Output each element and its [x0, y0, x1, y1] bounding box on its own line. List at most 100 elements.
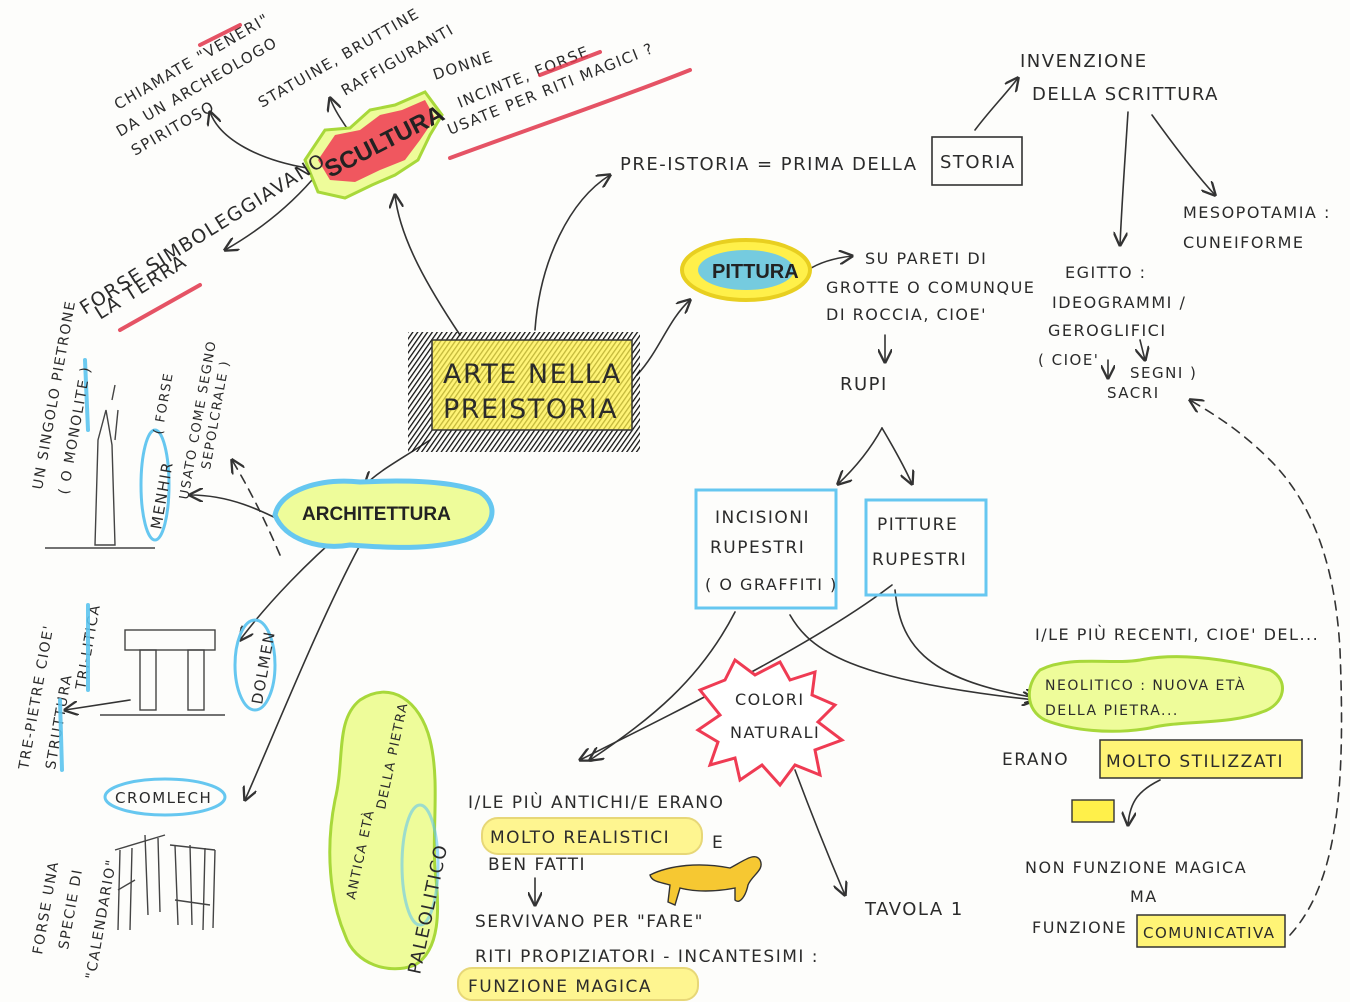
cromlech-oval: [103, 777, 227, 817]
menhir-oval: [139, 428, 171, 542]
arrow-to-pareti: [807, 256, 852, 271]
arrow-pitture-neolitico: [894, 589, 1038, 698]
preistoria-def-text: PRE-ISTORIA = PRIMA DELLA: [620, 154, 918, 175]
pareti-line2: GROTTE O COMUNQUE: [826, 278, 1035, 297]
dolmen-left-stone: [139, 649, 157, 711]
storia-label: STORIA: [940, 152, 1016, 173]
pittura-label: PITTURA: [712, 261, 799, 283]
arrow-to-tavola: [794, 769, 845, 895]
mesopotamia-line1: MESOPOTAMIA :: [1183, 203, 1331, 222]
center-title-line1: ARTE NELLA: [443, 359, 622, 390]
arrow-pitture-antichi: [580, 584, 893, 760]
arrow-to-incisioni: [838, 427, 883, 484]
architettura-label: ARCHITETTURA: [302, 504, 451, 525]
magica-highlight: [457, 967, 699, 1001]
segni-arrow: [1140, 339, 1145, 360]
terra-red-underline: [118, 283, 202, 332]
realistici-label: MOLTO REALISTICI: [490, 828, 670, 848]
egitto-line5: SEGNI ): [1130, 364, 1197, 382]
riti-label: RITI PROPIZIATORI - INCANTESIMI :: [475, 947, 819, 967]
comunicativa-label: COMUNICATIVA: [1143, 924, 1276, 942]
antichi-node: I/LE PIÙ ANTICHI/E ERANO MOLTO REALISTIC…: [457, 791, 819, 1001]
realistici-highlight: [481, 817, 703, 855]
servivano-label: SERVIVANO PER "FARE": [475, 912, 704, 932]
donne-line1: DONNE: [431, 47, 496, 84]
mesopotamia-line2: CUNEIFORME: [1183, 233, 1305, 252]
colori-line2: NATURALI: [730, 723, 820, 742]
pittura-blue-fill: [698, 250, 794, 290]
pitture-box: [864, 498, 988, 597]
arrow-to-scrittura: [974, 78, 1018, 131]
arrow-incisioni-antichi: [590, 611, 736, 760]
magica-label: FUNZIONE MAGICA: [468, 977, 652, 997]
stilizzati-highlight: [1100, 740, 1302, 778]
dolmen-top-stone: [124, 629, 216, 651]
arrow-to-trepietre: [65, 699, 131, 710]
scultura-red-fill: [318, 100, 435, 182]
arrow-to-terra: [225, 179, 313, 250]
cromlech-drawing: [114, 834, 216, 931]
egitto-line4: ( CIOE': [1038, 351, 1099, 369]
monolite-blue-underline: [83, 358, 90, 432]
neolitico-cloud: [1027, 655, 1284, 733]
arrow-to-preistoria: [534, 175, 610, 331]
pitture-line2: RUPESTRI: [872, 550, 967, 570]
cromlech-label: CROMLECH: [115, 789, 212, 807]
pitture-line1: PITTURE: [877, 515, 958, 535]
forse-red-underline: [538, 50, 602, 77]
menhir-drawing: [94, 409, 116, 546]
arrow-incisioni-neolitico: [789, 614, 1035, 700]
menhir-label: MENHIR: [147, 460, 177, 531]
incisioni-box: [694, 488, 838, 610]
connectors: [65, 78, 1343, 936]
dashed-arrow-comunicativa-scrittura: [1190, 400, 1343, 936]
dolmen-oval: [233, 618, 277, 712]
antichi-line3: BEN FATTI: [488, 855, 586, 875]
non-magica-label: NON FUNZIONE MAGICA: [1025, 858, 1247, 877]
architettura-cloud: [272, 478, 495, 550]
dashed-arrow-to-sepolcrale: [232, 460, 281, 556]
pareti-line3: DI ROCCIA, CIOE': [826, 305, 987, 324]
comunicativa-highlight: [1137, 915, 1285, 947]
recenti-intro: I/LE PIÙ RECENTI, CIOE' DEL...: [1035, 625, 1319, 644]
center-yellow-fill: [432, 340, 632, 430]
recenti-node: I/LE PIÙ RECENTI, CIOE' DEL... NEOLITICO…: [1002, 625, 1319, 948]
donne-red-underline: [448, 68, 692, 160]
erano-label: ERANO: [1002, 750, 1069, 770]
colori-red-burst: [695, 657, 846, 788]
arrow-to-egitto: [1120, 111, 1129, 245]
tavola-label: TAVOLA 1: [864, 899, 964, 920]
funzione-label: FUNZIONE: [1032, 918, 1127, 937]
egitto-line1: EGITTO :: [1065, 263, 1147, 282]
arrow-to-veneri: [210, 112, 308, 169]
paleolitico-node: PALEOLITICO ANTICA ETÀ DELLA PIETRA: [328, 690, 452, 976]
preistoria-node: PRE-ISTORIA = PRIMA DELLA STORIA: [620, 136, 1023, 186]
neolitico-line1: NEOLITICO : NUOVA ETÀ: [1045, 677, 1246, 694]
scrittura-line1: INVENZIONE: [1020, 51, 1148, 72]
veneri-red-underline: [198, 23, 242, 47]
arrow-to-cromlech: [245, 544, 361, 800]
arrow-to-pitture: [881, 427, 912, 484]
arrow-to-mesopotamia: [1151, 114, 1215, 195]
stilizzato-horse-drawing: [1071, 799, 1115, 823]
pareti-line1: SU PARETI DI: [865, 249, 987, 268]
center-node: ARTE NELLA PREISTORIA: [408, 332, 640, 452]
egitto-line2: IDEOGRAMMI /: [1052, 293, 1186, 312]
rupi-label: RUPI: [840, 374, 888, 395]
colori-line1: COLORI: [735, 690, 805, 709]
ma-label: MA: [1130, 887, 1158, 906]
realistic-horse-drawing: [649, 856, 762, 906]
pittura-node: PITTURA SU PARETI DI GROTTE O COMUNQUE D…: [680, 238, 1035, 920]
calendario-line2: SPECIE DI: [56, 867, 86, 950]
scrittura-node: INVENZIONE DELLA SCRITTURA MESOPOTAMIA :…: [1020, 51, 1331, 402]
storia-box: [931, 136, 1023, 186]
center-title-line2: PREISTORIA: [443, 394, 618, 425]
arrow-stilizzati-drawing: [1128, 779, 1161, 825]
antichi-line1: I/LE PIÙ ANTICHI/E ERANO: [468, 791, 724, 813]
paleolitico-cloud: [328, 690, 440, 971]
scrittura-line2: DELLA SCRITTURA: [1032, 84, 1219, 105]
incisioni-line3: ( O GRAFFITI ): [705, 575, 838, 594]
incisioni-line1: INCISIONI: [715, 508, 810, 528]
forse-line1: ( FORSE: [151, 371, 177, 436]
